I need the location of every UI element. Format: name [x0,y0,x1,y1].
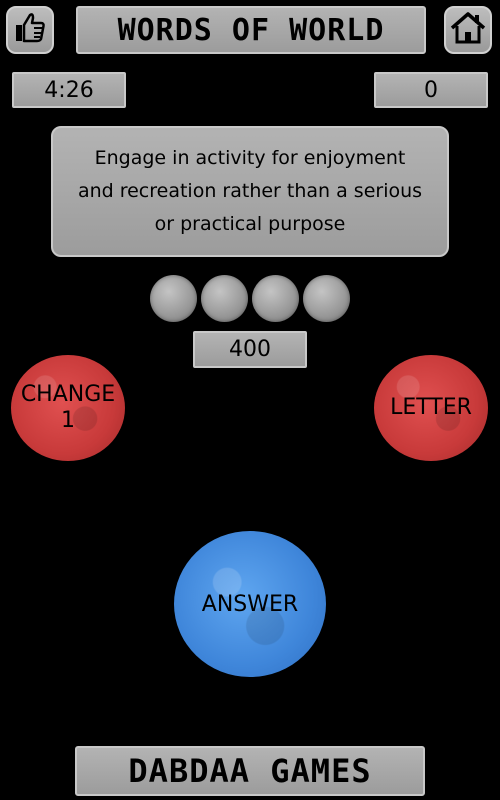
letter-button[interactable]: LETTER [374,355,488,461]
clue-text: Engage in activity for enjoyment and rec… [78,142,422,241]
change-label: CHANGE [20,382,116,407]
letter-slot[interactable] [150,275,197,322]
timer-display: 4:26 [12,72,126,108]
clue-line: and recreation rather than a serious [77,180,423,202]
clue-box: Engage in activity for enjoyment and rec… [51,126,449,257]
home-icon [450,11,486,49]
game-title: WORDS OF WORLD [76,6,426,54]
clue-line: or practical purpose [154,213,346,235]
clue-line: Engage in activity for enjoyment [94,147,406,169]
like-button[interactable] [6,6,54,54]
answer-label: ANSWER [201,591,299,617]
change-button[interactable]: CHANGE 1 [11,355,125,461]
letter-slot[interactable] [252,275,299,322]
letter-slot[interactable] [303,275,350,322]
letter-slots [150,275,350,323]
score-display: 0 [374,72,488,108]
answer-button[interactable]: ANSWER [174,531,326,677]
thumbs-up-icon [13,11,47,49]
change-count: 1 [61,408,75,433]
letter-label: LETTER [390,395,472,420]
home-button[interactable] [444,6,492,54]
points-display: 400 [193,331,307,368]
letter-slot[interactable] [201,275,248,322]
brand-footer[interactable]: DABDAA GAMES [75,746,425,796]
